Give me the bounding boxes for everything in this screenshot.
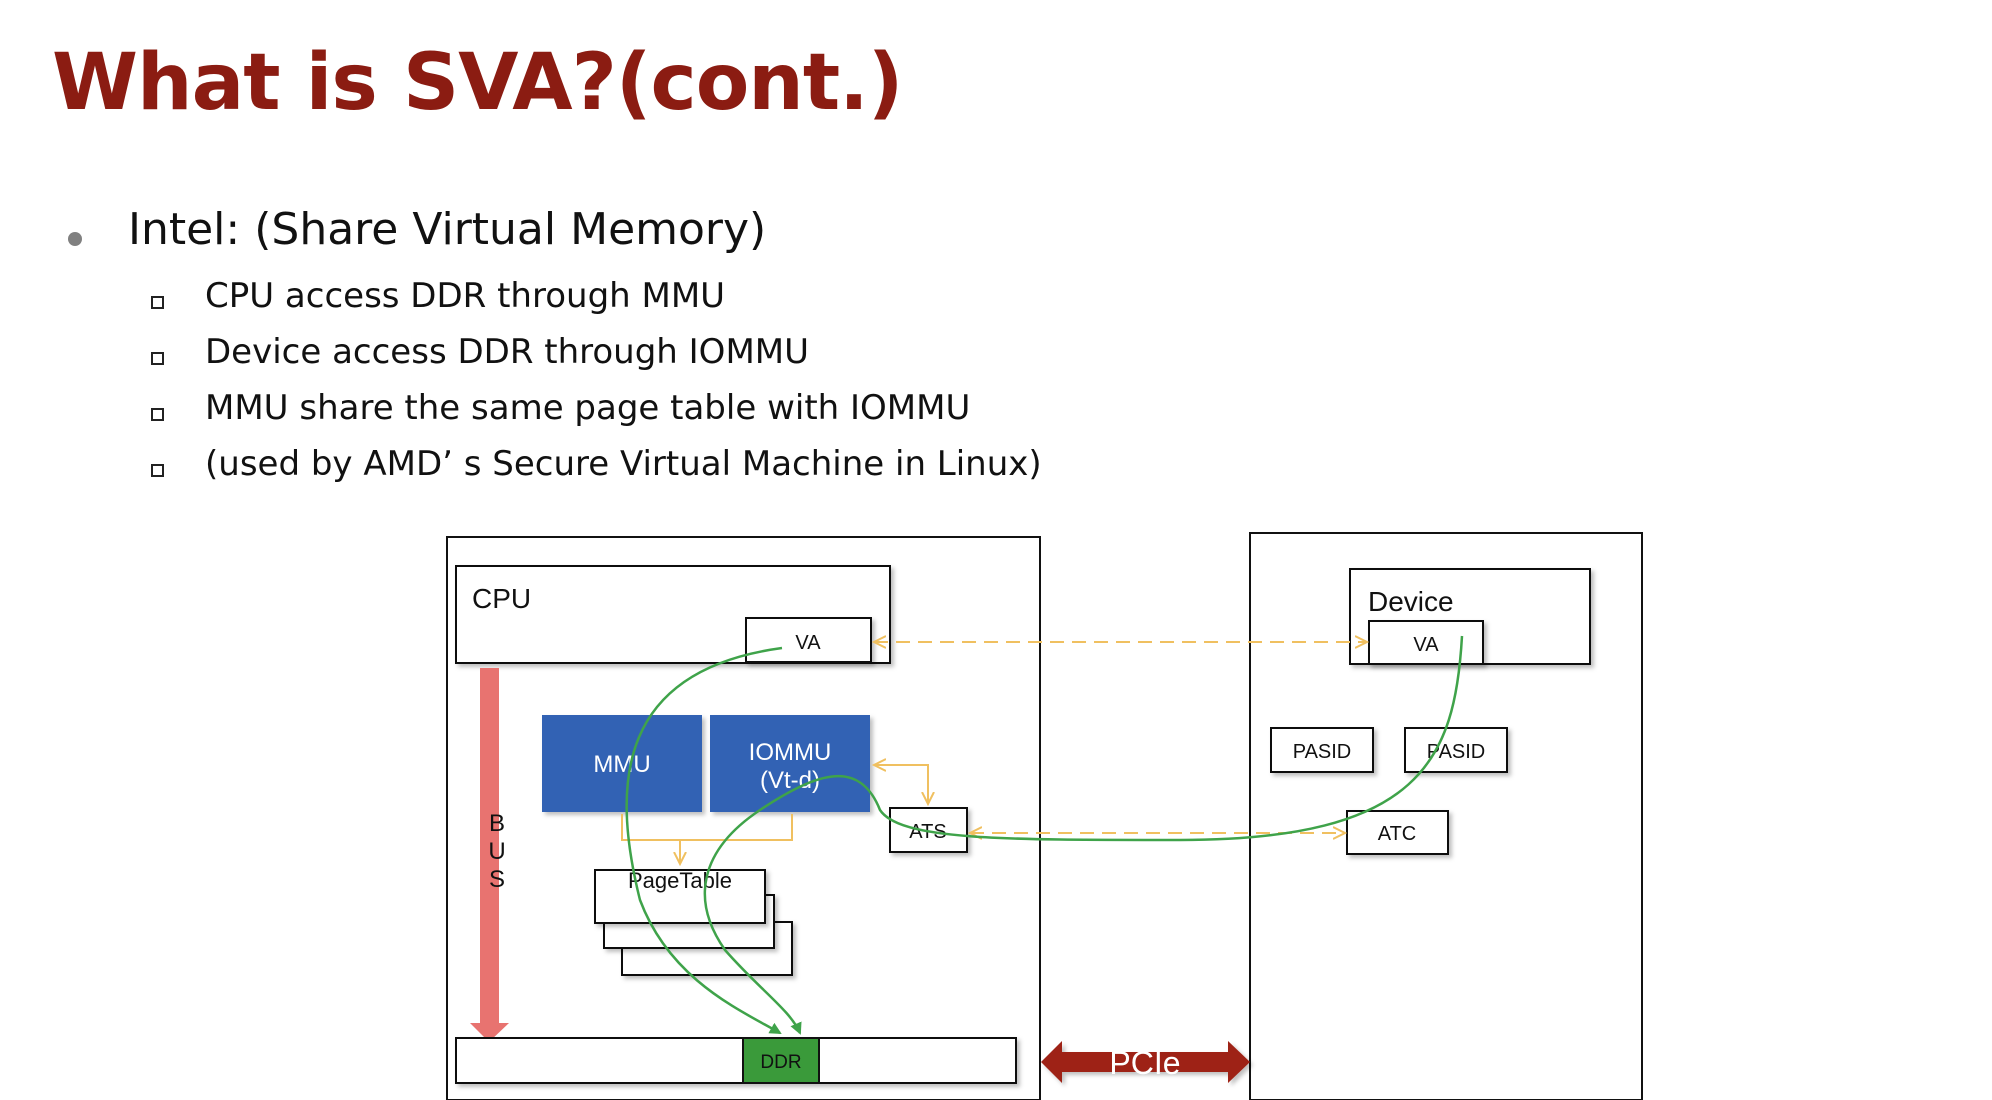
- memory-bar: [455, 1037, 1017, 1084]
- bullet-dot-icon: [68, 232, 82, 246]
- cpu-va-box: [745, 617, 872, 663]
- sub-bullet-2: Device access DDR through IOMMU: [205, 332, 809, 372]
- device-va-box: [1368, 620, 1484, 665]
- square-bullet-icon: [151, 352, 164, 365]
- atc-label: ATC: [1378, 823, 1417, 845]
- mmu-label: MMU: [593, 751, 650, 778]
- bus-letter-b: B: [489, 810, 505, 837]
- pasid-box-1: [1270, 727, 1374, 773]
- pasid-box-2: [1404, 727, 1508, 773]
- bus-letter-u: U: [488, 838, 505, 865]
- atc-box: [1346, 810, 1449, 855]
- bus-arrow-head: [470, 1023, 509, 1042]
- iommu-label-1: IOMMU: [749, 739, 832, 766]
- mmu-box: [542, 715, 702, 812]
- square-bullet-icon: [151, 464, 164, 477]
- pasid-label-2: PASID: [1427, 741, 1486, 763]
- bus-arrow-shaft: [480, 668, 499, 1023]
- sub-bullet-3: MMU share the same page table with IOMMU: [205, 388, 971, 428]
- square-bullet-icon: [151, 408, 164, 421]
- ddr-label: DDR: [760, 1052, 801, 1073]
- bus-letter-s: S: [489, 866, 505, 893]
- sub-bullet-4: (used by AMD’ s Secure Virtual Machine i…: [205, 444, 1042, 484]
- cpu-va-label: VA: [795, 632, 821, 654]
- ats-box: [889, 807, 968, 853]
- pcie-label: PCIe: [1109, 1045, 1180, 1081]
- device-va-label: VA: [1413, 634, 1439, 656]
- sub-bullet-1: CPU access DDR through MMU: [205, 276, 726, 316]
- pagetable-label: PageTable: [628, 868, 732, 893]
- pasid-label-1: PASID: [1293, 741, 1352, 763]
- device-label: Device: [1368, 586, 1454, 617]
- iommu-ats-link: [874, 765, 928, 804]
- slide-title: What is SVA?(cont.): [52, 38, 903, 128]
- bullet-intel: Intel: (Share Virtual Memory): [128, 204, 767, 255]
- ddr-box: [742, 1037, 820, 1084]
- square-bullet-icon: [151, 296, 164, 309]
- mmu-pagetable-link: [621, 814, 793, 841]
- cpu-flow-path: [625, 646, 783, 1035]
- iommu-label-2: (Vt-d): [760, 767, 820, 794]
- device-flow-path: [703, 635, 1464, 1035]
- pcie-arrow: [1041, 1041, 1250, 1083]
- cpu-label: CPU: [472, 583, 531, 614]
- pagetable-box: [594, 869, 766, 924]
- iommu-box: [710, 715, 870, 812]
